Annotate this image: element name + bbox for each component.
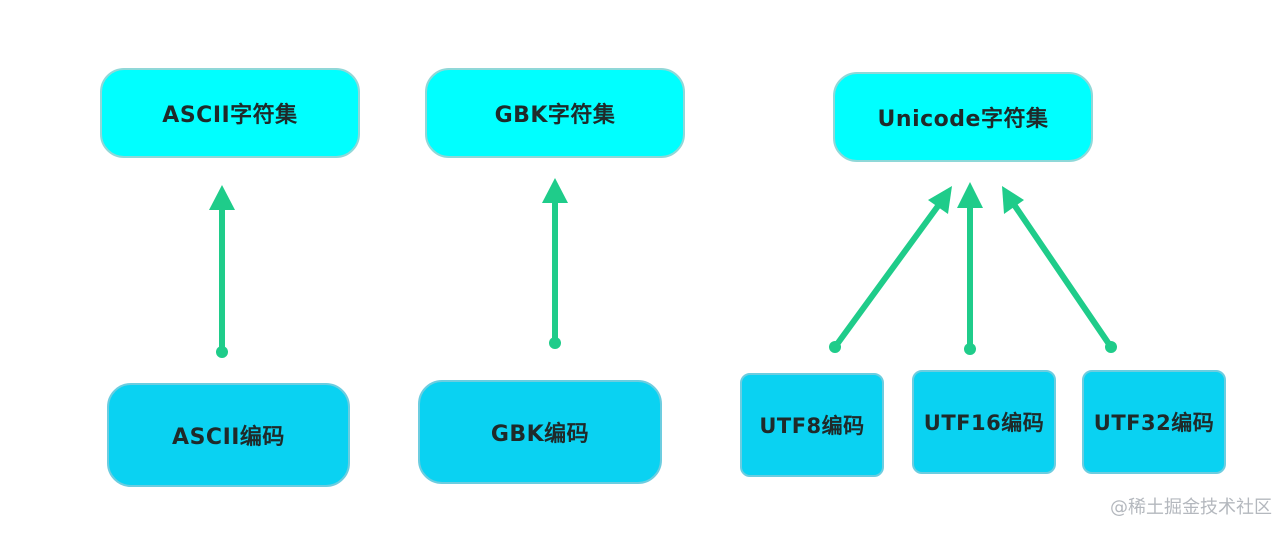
gbk-encoding-node: GBK编码 xyxy=(418,380,662,484)
gbk-arrow xyxy=(542,178,568,349)
ascii-charset-node: ASCII字符集 xyxy=(100,68,360,158)
ascii-arrow xyxy=(209,185,235,358)
utf16-encoding-node: UTF16编码 xyxy=(912,370,1056,474)
gbk-encoding-label: GBK编码 xyxy=(490,422,590,447)
gbk-charset-label: GBK字符集 xyxy=(494,103,616,128)
utf32-arrow xyxy=(1002,186,1117,353)
unicode-charset-node: Unicode字符集 xyxy=(833,72,1093,162)
ascii-encoding-node: ASCII编码 xyxy=(107,383,350,487)
gbk-charset-node: GBK字符集 xyxy=(425,68,685,158)
utf16-arrow xyxy=(957,182,983,355)
utf32-encoding-label: UTF32编码 xyxy=(1093,411,1215,435)
utf16-encoding-label: UTF16编码 xyxy=(923,411,1045,435)
ascii-charset-label: ASCII字符集 xyxy=(162,103,298,128)
utf32-encoding-node: UTF32编码 xyxy=(1082,370,1226,474)
ascii-encoding-label: ASCII编码 xyxy=(172,425,285,450)
watermark-text: @稀土掘金技术社区 xyxy=(1110,497,1272,518)
unicode-charset-label: Unicode字符集 xyxy=(877,107,1049,132)
utf8-arrow xyxy=(829,186,952,353)
utf8-encoding-node: UTF8编码 xyxy=(740,373,884,477)
utf8-encoding-label: UTF8编码 xyxy=(759,414,865,438)
